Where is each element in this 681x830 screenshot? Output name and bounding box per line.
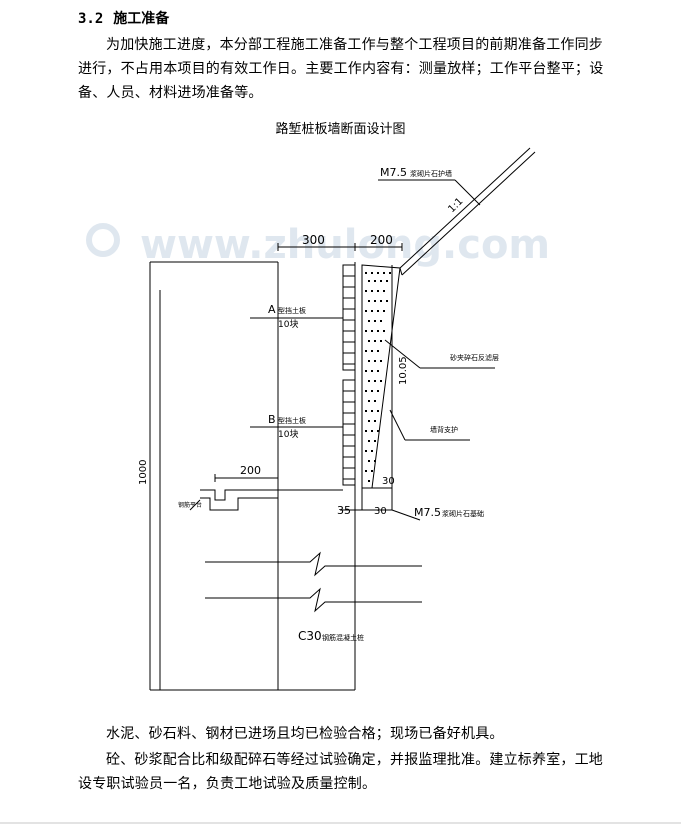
lagging-plate-b	[342, 379, 356, 486]
leader-work	[189, 499, 201, 511]
label-a-desc: 型挡土板	[278, 306, 306, 315]
work-platform	[200, 489, 343, 511]
label-dim-200-top: 200	[370, 233, 393, 247]
paragraph-testing: 砼、砂浆配合比和级配碎石等经过试验确定，并报监理批准。建立标养室，工地设专职试验…	[78, 752, 603, 792]
paragraph-intro: 为加快施工进度，本分部工程施工准备工作与整个工程项目的前期准备工作同步进行，不占…	[78, 37, 604, 101]
watermark: www.zhulong.com	[86, 222, 550, 268]
section-number: 3.2	[78, 11, 104, 27]
label-drain: 墙背支护	[430, 425, 458, 434]
label-m75-top: M7.5	[380, 166, 407, 179]
lagging-plate-a	[342, 264, 356, 371]
label-m75-bot: M7.5	[414, 506, 441, 519]
label-dim-1005: 10.05	[398, 356, 409, 385]
break-line-2	[205, 587, 422, 613]
page-bottom-divider	[0, 822, 681, 824]
label-m75-bot-desc: 浆砌片石基础	[442, 509, 484, 518]
label-sand: 砂夹碎石反滤层	[450, 353, 499, 362]
slope-line-inner	[401, 151, 536, 276]
label-a-count: 10块	[278, 318, 298, 330]
watermark-logo-icon	[86, 223, 120, 257]
label-dim-1000: 1000	[138, 460, 149, 485]
slope-toe	[399, 267, 403, 276]
filter-layer	[361, 264, 401, 489]
leader-m75-bot	[391, 509, 421, 521]
label-dim-300: 300	[302, 233, 325, 247]
label-a-title: A	[268, 303, 276, 316]
label-dim-30a: 30	[382, 476, 395, 487]
label-b-title: B	[268, 413, 276, 426]
label-dim-35: 35	[337, 504, 351, 517]
paragraph-materials: 水泥、砂石料、钢材已进场且均已检验合格；现场已备好机具。	[106, 726, 504, 742]
section-heading: 3.2 施工准备	[78, 8, 169, 28]
label-dim-200-mid: 200	[240, 464, 261, 477]
section-title: 施工准备	[113, 11, 170, 27]
slope-line	[399, 147, 531, 269]
label-b-desc: 型挡土板	[278, 416, 306, 425]
label-c30-desc: 钢筋混凝土桩	[322, 633, 364, 642]
label-work: 钢筋平台	[178, 501, 202, 509]
label-dim-30b: 30	[374, 506, 387, 517]
label-m75-top-desc: 浆砌片石护墙	[410, 169, 452, 178]
leader-m75-top-diag	[454, 179, 481, 206]
plate-joints	[343, 275, 355, 480]
label-c30: C30	[298, 629, 322, 643]
watermark-text: www.zhulong.com	[140, 222, 550, 268]
leader-sand	[384, 339, 421, 369]
figure-caption: 路堑桩板墙断面设计图	[275, 122, 406, 137]
label-b-count: 10块	[278, 428, 298, 440]
label-slope: 1:1	[446, 196, 465, 215]
break-line-1	[205, 551, 422, 577]
